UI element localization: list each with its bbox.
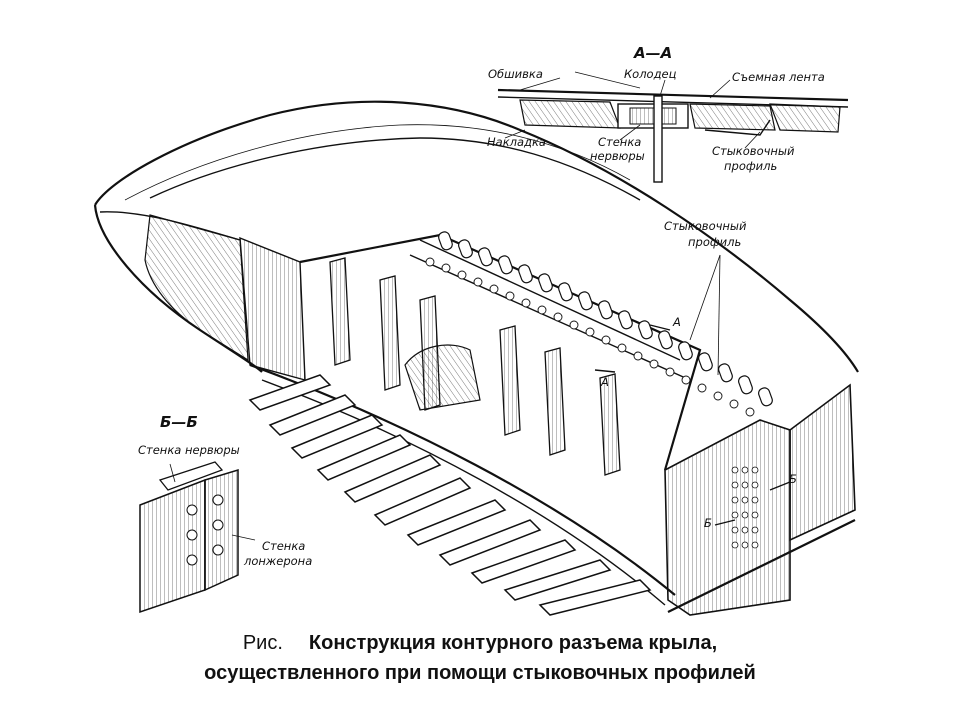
section-bb [139, 461, 256, 614]
lower-stringers [248, 374, 652, 616]
caption-line1-text: Конструкция контурного разъема крыла, [308, 632, 718, 654]
label-stenka-lonzherona-2: лонжерона [243, 554, 312, 568]
section-mark-a2: А [600, 375, 609, 389]
label-stenka-nervyury-2: нервюры [590, 149, 645, 163]
caption-line-2: осуществленного при помощи стыковочных п… [204, 662, 756, 684]
section-bb-title: Б—Б [160, 413, 198, 431]
section-aa [497, 71, 849, 183]
section-mark-a1: А [672, 315, 681, 329]
inner-ribs [329, 257, 621, 476]
section-aa-title: А—А [633, 44, 672, 62]
label-stykovochny-profil-main-2: профиль [688, 235, 741, 249]
section-mark-b1: Б [789, 472, 797, 486]
label-stykovochny-profil-aa-1: Стыковочный [712, 144, 795, 158]
label-obshivka: Обшивка [488, 67, 543, 81]
label-stenka-nervyury-1: Стенка [598, 135, 641, 149]
wing-body [93, 100, 859, 616]
caption-line-1: Рис. Конструкция контурного разъема крыла… [0, 628, 960, 658]
label-stykovochny-profil-main-1: Стыковочный [664, 219, 747, 233]
label-stykovochny-profil-aa-2: профиль [724, 159, 777, 173]
figure-caption: Рис. Конструкция контурного разъема крыла… [0, 628, 960, 688]
label-semnaya-lenta: Съемная лента [732, 70, 825, 84]
label-stenka-nervyury-bb: Стенка нервюры [138, 443, 240, 457]
caption-prefix: Рис. [242, 632, 283, 654]
label-stenka-lonzherona-1: Стенка [262, 539, 305, 553]
section-mark-b2: Б [704, 516, 712, 530]
label-kolodets: Колодец [624, 67, 677, 81]
joint-profile-slots [438, 231, 773, 407]
label-nakladka: Накладка [487, 135, 546, 149]
